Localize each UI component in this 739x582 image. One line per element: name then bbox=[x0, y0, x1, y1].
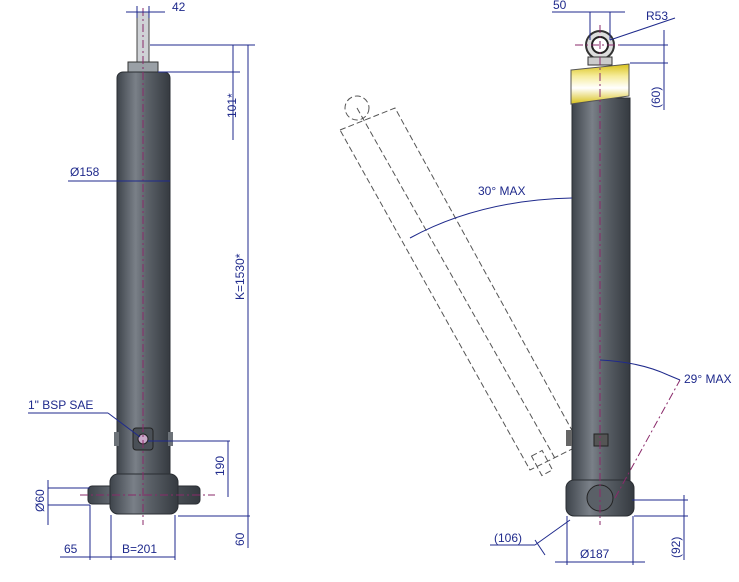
dim-upper-length: 101* bbox=[225, 93, 239, 118]
dim-tilt-side: 29° MAX bbox=[684, 372, 731, 386]
dim-pin-length: 65 bbox=[64, 542, 78, 556]
dim-tilt-forward: 30° MAX bbox=[478, 184, 525, 198]
dim-rod-eye-width: 42 bbox=[172, 0, 186, 14]
right-cylinder bbox=[565, 25, 681, 525]
dim-eye-width: 50 bbox=[553, 0, 567, 12]
dim-pin-diameter: Ø60 bbox=[33, 489, 47, 512]
port-label: 1" BSP SAE bbox=[28, 398, 93, 412]
dim-base-width: B=201 bbox=[122, 542, 157, 556]
left-cylinder bbox=[80, 8, 215, 525]
tilted-cylinder-outline bbox=[339, 95, 581, 477]
dim-base-height: (92) bbox=[669, 537, 683, 558]
dim-base-diameter: Ø187 bbox=[580, 547, 610, 561]
dim-body-diameter: Ø158 bbox=[70, 165, 100, 179]
dim-top-offset: (60) bbox=[649, 87, 663, 108]
dim-base-offset: (106) bbox=[494, 531, 522, 545]
dim-base-height: 60 bbox=[233, 532, 247, 546]
dim-eye-radius: R53 bbox=[646, 9, 668, 23]
left-dimensions: 42 101* K=1530* Ø158 1" BSP SAE 190 60 Ø… bbox=[28, 0, 255, 560]
dim-port-height: 190 bbox=[213, 456, 227, 476]
right-dimensions: 50 R53 (60) 30° MAX 29° MAX (106) Ø187 (… bbox=[409, 0, 731, 565]
dim-closed-length: K=1530* bbox=[233, 253, 247, 300]
